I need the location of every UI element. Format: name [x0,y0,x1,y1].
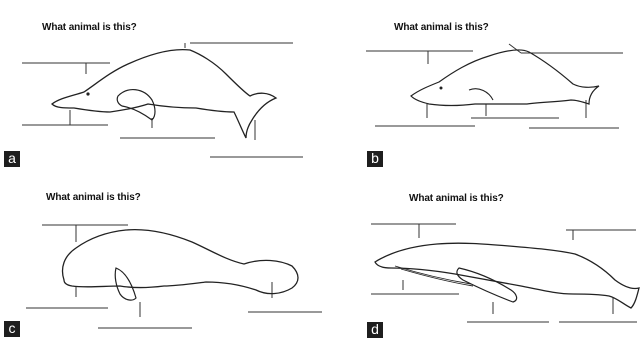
question-label: What animal is this? [46,192,141,203]
panel-tag: b [367,151,383,167]
question-label: What animal is this? [409,193,504,204]
panel-tag: c [4,321,20,337]
panel-b: What animal is this? b [361,0,642,170]
question-label: What animal is this? [394,22,489,33]
river-dolphin-eye [86,92,89,95]
dolphin-flipper [469,89,493,100]
panel-tag: a [4,151,20,167]
dolphin-outline [411,50,599,106]
dolphin-eye [440,87,443,90]
manatee-outline [63,230,299,294]
panel-a: What animal is this? a [0,0,358,170]
pointer-line [509,44,521,53]
question-label: What animal is this? [42,22,137,33]
panel-tag: d [367,322,383,338]
whale-outline [375,243,639,308]
panel-c: What animal is this? c [0,172,358,339]
horizontal-divider [0,170,642,172]
panel-d: What animal is this? d [361,172,642,339]
manatee-flipper [115,268,136,300]
